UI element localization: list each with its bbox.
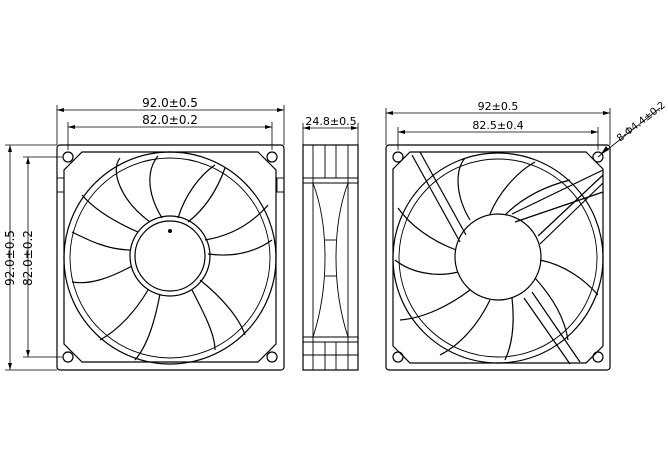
rear-mount-hole-tr <box>592 151 604 163</box>
rear-frame-inner <box>392 151 604 364</box>
front-overall-width-label: 92.0±0.5 <box>142 96 198 110</box>
front-hub-inner <box>134 220 206 292</box>
front-dim-overall-width: 92.0±0.5 <box>56 96 285 145</box>
front-frame-outer <box>56 144 285 371</box>
front-mount-hole-tl <box>62 151 74 163</box>
rear-frame-outer <box>385 144 611 371</box>
front-hub-center-dot <box>168 229 172 233</box>
rear-mount-hole-tl <box>392 151 404 163</box>
rear-fan-opening-inner <box>398 158 598 358</box>
rear-dim-hole-spacing-width: 82.5±0.4 <box>397 119 599 150</box>
front-dim-hole-spacing-height: 82.0±0.2 <box>21 156 62 358</box>
rear-blades <box>394 157 599 361</box>
side-dim-thickness: 24.8±0.5 <box>302 115 359 145</box>
front-fan-opening-inner <box>69 157 271 359</box>
front-overall-height-label: 92.0±0.5 <box>3 230 17 286</box>
front-frame-inner <box>63 151 277 363</box>
rear-struts <box>411 151 604 365</box>
rear-fan-opening <box>392 152 604 364</box>
rear-mount-hole-label: 8-Φ4.4±0.2 <box>615 100 668 144</box>
rear-mount-hole-leader: 8-Φ4.4±0.2 <box>597 100 668 158</box>
rear-dim-overall-width: 92±0.5 <box>385 100 611 145</box>
rear-overall-width-label: 92±0.5 <box>478 100 519 113</box>
front-hole-spacing-height-label: 82.0±0.2 <box>21 230 35 286</box>
rear-mount-hole-bl <box>392 351 404 363</box>
side-view: 24.8±0.5 <box>302 115 359 371</box>
front-view: 92.0±0.5 82.0±0.2 92.0±0.5 82.0± <box>3 96 285 371</box>
side-thickness-label: 24.8±0.5 <box>305 115 356 128</box>
front-hub-outer <box>129 215 211 297</box>
rear-hole-spacing-width-label: 82.5±0.4 <box>472 119 523 132</box>
front-mount-hole-br <box>266 351 278 363</box>
front-blades <box>71 155 273 361</box>
front-dim-hole-spacing-width: 82.0±0.2 <box>67 113 273 150</box>
rear-hub <box>454 213 542 301</box>
front-hole-spacing-width-label: 82.0±0.2 <box>142 113 198 127</box>
side-outline <box>302 144 359 371</box>
front-mount-hole-bl <box>62 351 74 363</box>
front-dim-overall-height: 92.0±0.5 <box>3 144 57 371</box>
front-fan-opening <box>63 151 277 365</box>
rear-view: 92±0.5 82.5±0.4 8-Φ4.4±0.2 <box>385 100 668 371</box>
rear-mount-hole-br <box>592 351 604 363</box>
front-mount-hole-tr <box>266 151 278 163</box>
